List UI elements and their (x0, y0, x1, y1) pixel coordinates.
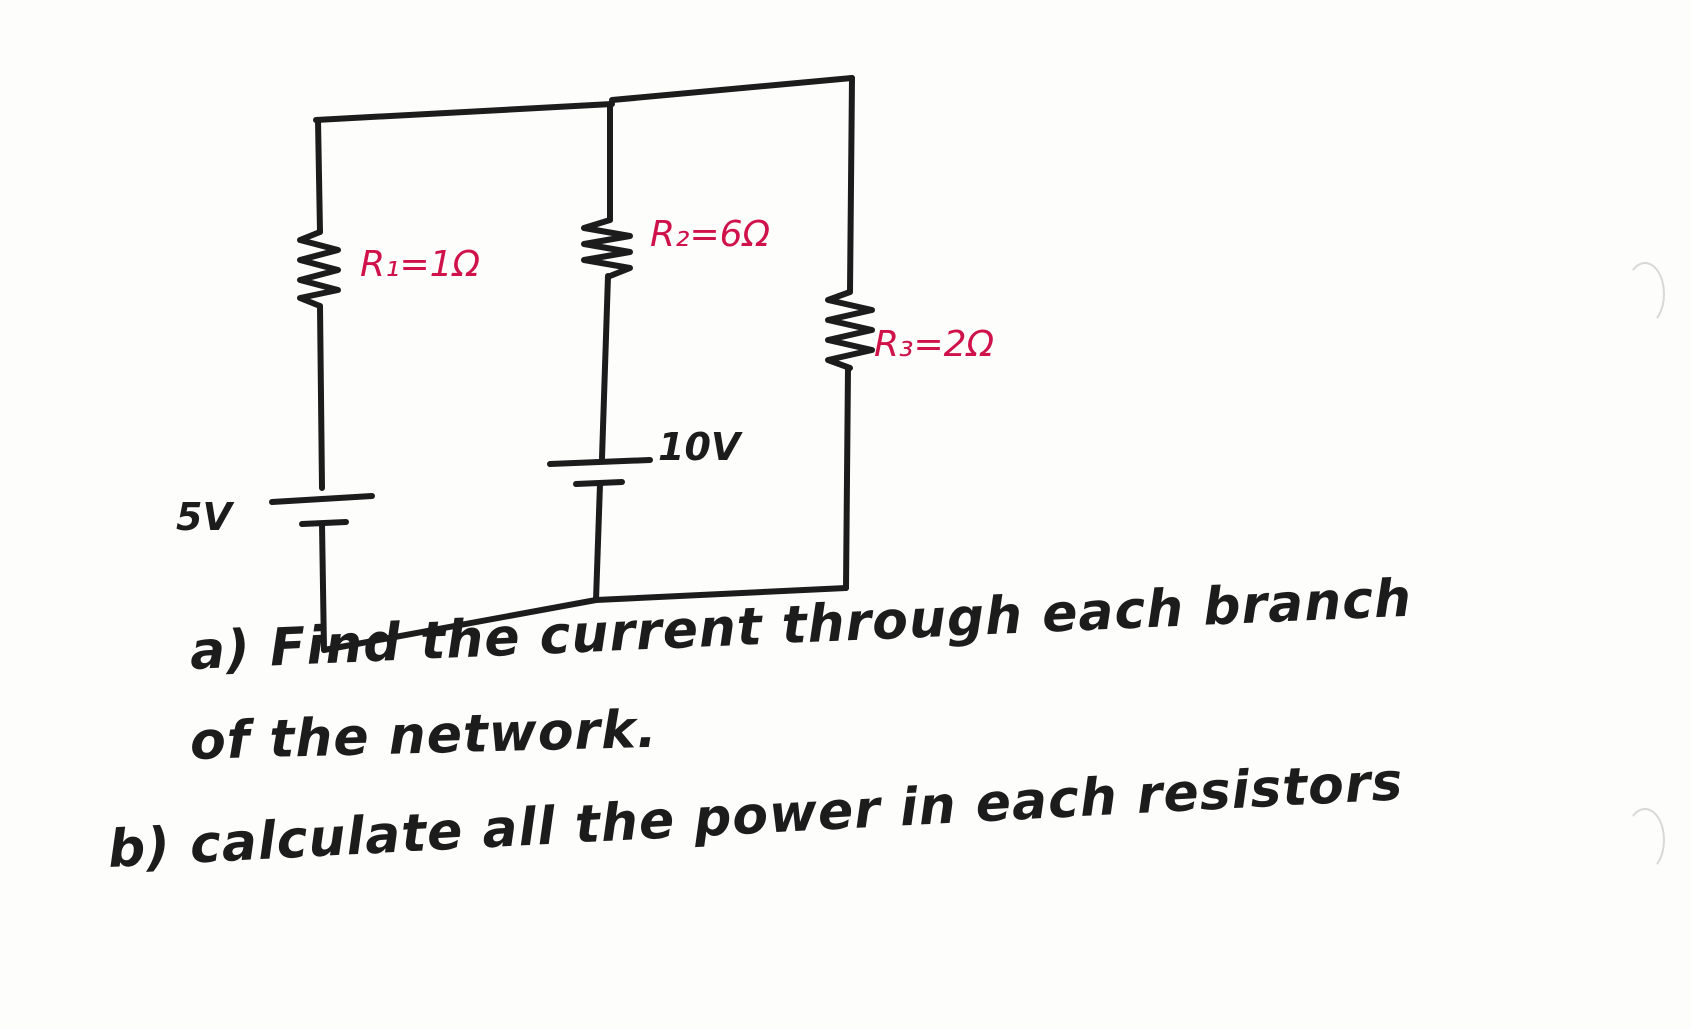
wire-middle-lower (593, 481, 603, 603)
wire-bottom-right (593, 585, 849, 603)
wire-left-lower (319, 521, 327, 653)
battery-10v-long-plate (547, 457, 653, 467)
r3-label: R₃=2Ω (874, 324, 995, 365)
resistor-r2 (581, 217, 633, 279)
wire-middle-middle (599, 273, 611, 461)
wire-left-middle (317, 303, 325, 491)
resistor-r1 (297, 229, 341, 309)
punch-hole-bottom (1625, 808, 1665, 872)
v2-label: 10V (658, 425, 743, 469)
battery-5v-long-plate (269, 493, 375, 505)
wire-right-upper (847, 75, 855, 295)
wire-top-right (609, 75, 855, 103)
r2-label: R₂=6Ω (650, 214, 771, 255)
resistor-r3 (825, 289, 875, 371)
v1-label: 5V (176, 495, 234, 539)
wire-bottom-left (321, 597, 599, 653)
wire-top-left (313, 101, 615, 123)
wire-right-lower (843, 365, 851, 591)
r1-label: R₁=1Ω (360, 244, 481, 285)
question-a-line-2: of the network. (189, 699, 659, 772)
wire-left-upper (315, 117, 323, 235)
punch-hole-top (1625, 262, 1665, 326)
